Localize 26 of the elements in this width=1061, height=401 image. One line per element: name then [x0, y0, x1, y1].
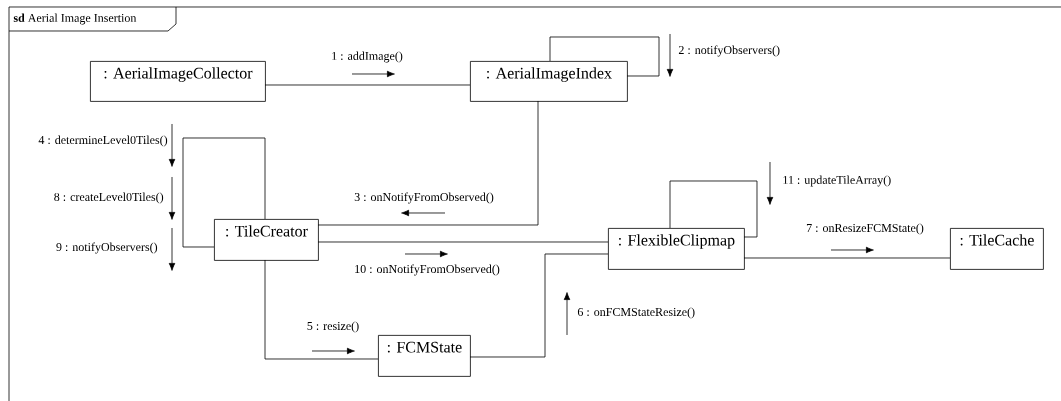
object-box: : TileCreator: [214, 219, 319, 261]
message-label: 4 : determineLevel0Tiles(): [38, 135, 168, 147]
message-label: 9 : notifyObservers(): [56, 242, 158, 254]
self-link-line: [549, 36, 660, 77]
link-line: [743, 257, 951, 259]
self-link-line: [182, 137, 266, 248]
message-label: 1 : addImage(): [332, 51, 403, 63]
link-line: [317, 100, 539, 226]
message-label: 6 : onFCMStateResize(): [577, 307, 695, 319]
link-line: [264, 84, 471, 86]
object-box: : FlexibleClipmap: [608, 228, 745, 270]
message-label: 2 : notifyObservers(): [678, 45, 780, 57]
object-box: : FCMState: [378, 335, 471, 377]
object-box: : TileCache: [950, 228, 1044, 270]
link-line: [317, 241, 609, 243]
link-line: [264, 259, 379, 360]
link-line: [469, 253, 609, 358]
message-label: 10 : onNotifyFromObserved(): [355, 264, 500, 276]
message-label: 8 : createLevel0Tiles(): [54, 192, 164, 204]
message-label: 3 : onNotifyFromObserved(): [354, 192, 494, 204]
self-link-line: [669, 180, 758, 238]
object-box: : AerialImageIndex: [470, 61, 628, 102]
message-label: 5 : resize(): [307, 321, 359, 333]
message-label: 11 : updateTileArray(): [783, 175, 891, 187]
object-box: : AerialImageCollector: [90, 61, 266, 102]
message-label: 7 : onResizeFCMState(): [806, 223, 924, 235]
